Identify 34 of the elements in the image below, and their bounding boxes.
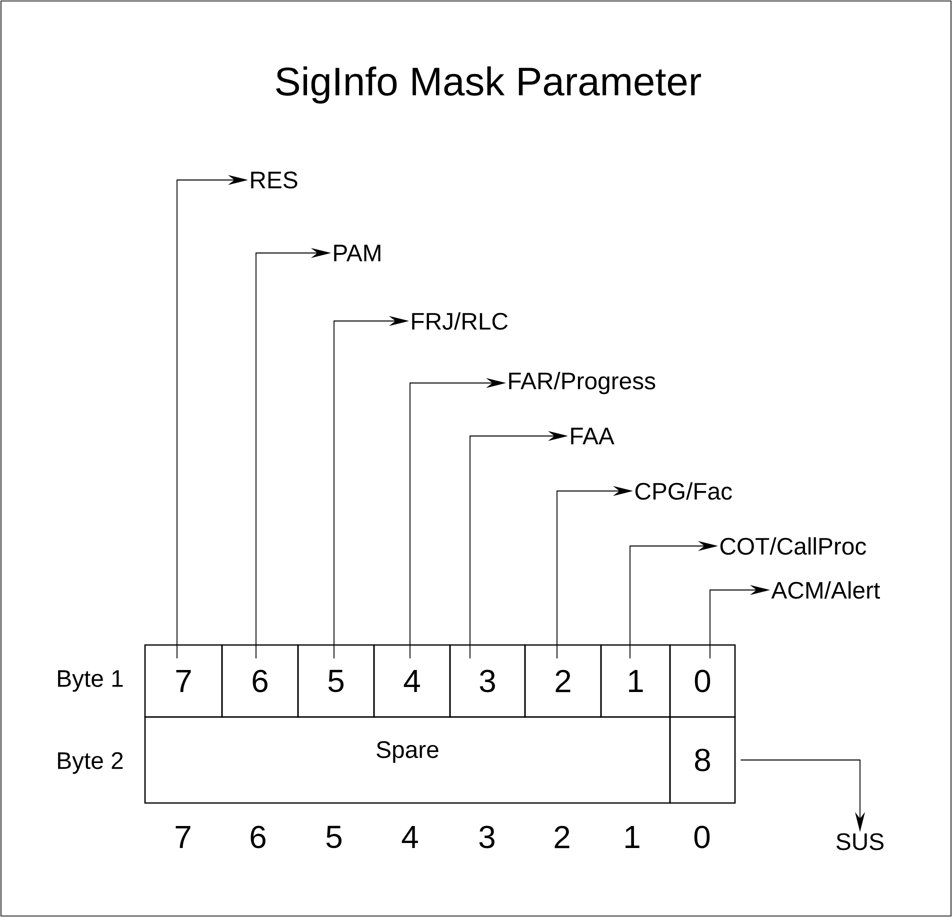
cell-text: 6: [252, 670, 268, 692]
table-cell: [669, 716, 736, 804]
bit-number: 1: [626, 826, 640, 848]
field-label: SUS: [836, 833, 884, 850]
table-cell: [524, 644, 602, 718]
cell-text: Spare: [376, 741, 438, 763]
table-cell: [144, 716, 671, 804]
field-label: FAA: [571, 428, 614, 444]
table-cell: [144, 644, 223, 718]
cell-text: 7: [176, 670, 191, 692]
field-label: ACM/Alert: [771, 581, 880, 599]
cell-text: 8: [695, 748, 710, 772]
table-cell: [600, 644, 671, 718]
bit-number: 0: [694, 826, 710, 848]
title: SigInfo Mask Parameter: [276, 66, 701, 104]
row-label: Byte 2: [58, 752, 123, 774]
table-cell: [221, 644, 299, 718]
table-cell: [449, 644, 526, 718]
table-cell: [669, 644, 736, 718]
cell-text: 1: [629, 670, 643, 692]
cell-text: 3: [480, 670, 495, 692]
cell-text: 4: [404, 670, 420, 692]
field-label: RES: [251, 172, 298, 188]
field-label: FAR/Progress: [509, 372, 656, 394]
cell-text: 2: [556, 670, 570, 692]
table-cell: [373, 644, 451, 718]
field-label: PAM: [334, 244, 380, 262]
field-label: FRJ/RLC: [412, 312, 508, 330]
cell-text: 0: [694, 670, 710, 692]
table-cell: [297, 644, 375, 718]
row-label: Byte 1: [58, 670, 123, 692]
cell-text: 5: [328, 670, 344, 692]
field-label: CPG/Fac: [635, 482, 732, 500]
field-label: COT/CallProc: [720, 537, 866, 555]
